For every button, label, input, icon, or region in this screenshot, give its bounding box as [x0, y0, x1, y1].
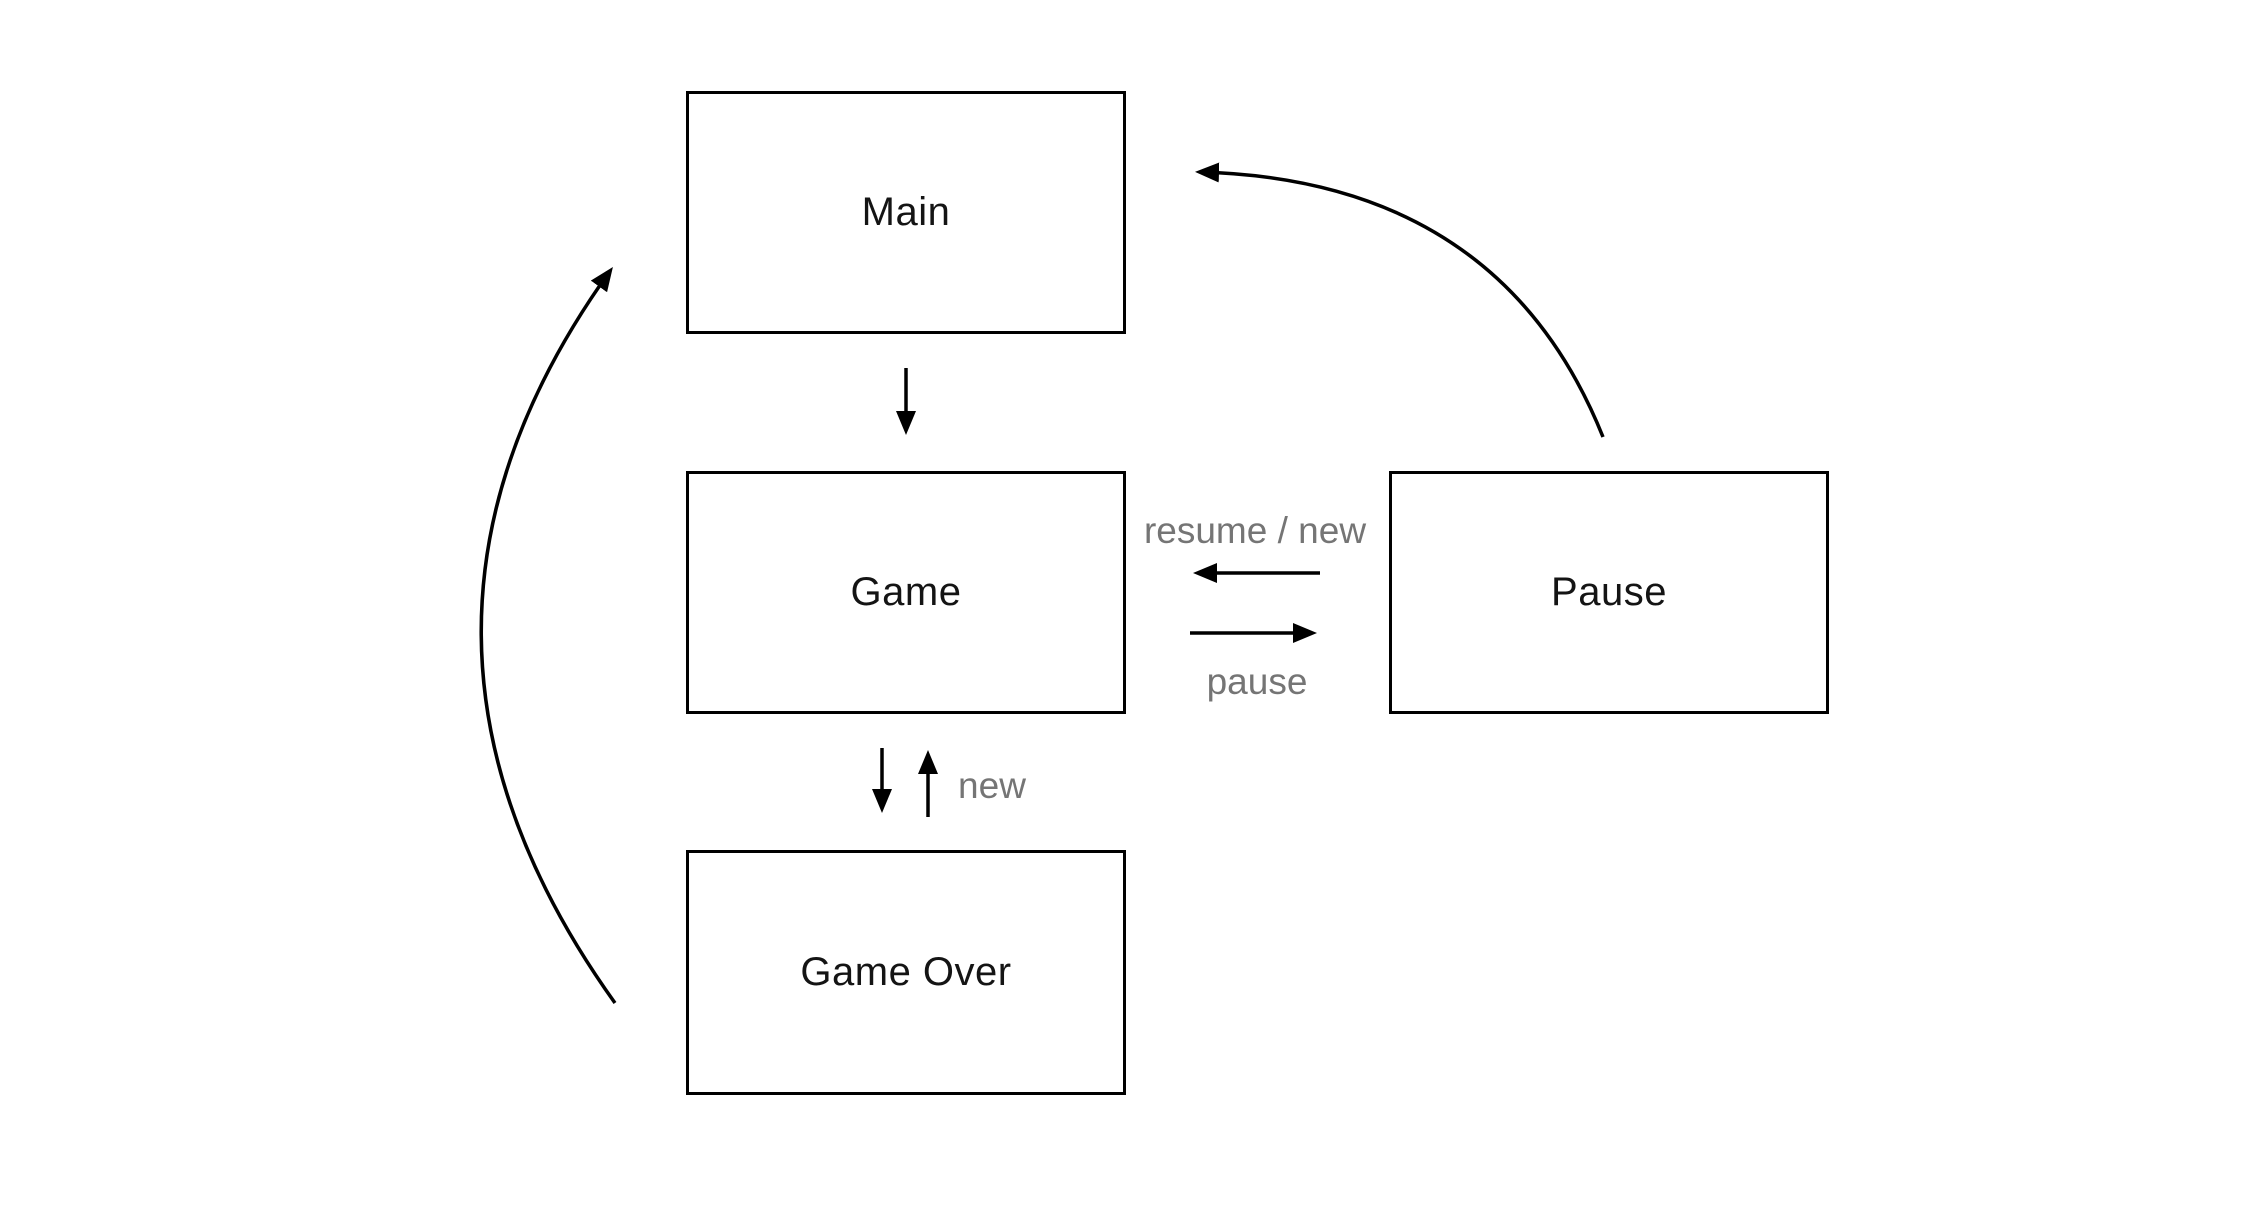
state-box-pause: Pause [1389, 471, 1829, 714]
state-label-pause: Pause [1551, 570, 1667, 614]
edge-label-resume-new: resume / new [1143, 510, 1367, 551]
edge-label-pause: pause [1206, 661, 1308, 702]
edge-gameover-to-main-curve-arrow [479, 266, 617, 1005]
state-box-main: Main [686, 91, 1126, 334]
state-label-main: Main [861, 190, 951, 234]
state-box-game: Game [686, 471, 1126, 714]
state-label-game: Game [850, 570, 962, 614]
edge-pause-to-main-curve-arrow [1195, 162, 1605, 438]
state-label-game-over: Game Over [800, 950, 1012, 994]
edge-label-new: new [958, 765, 1026, 806]
state-box-game-over: Game Over [686, 850, 1126, 1095]
